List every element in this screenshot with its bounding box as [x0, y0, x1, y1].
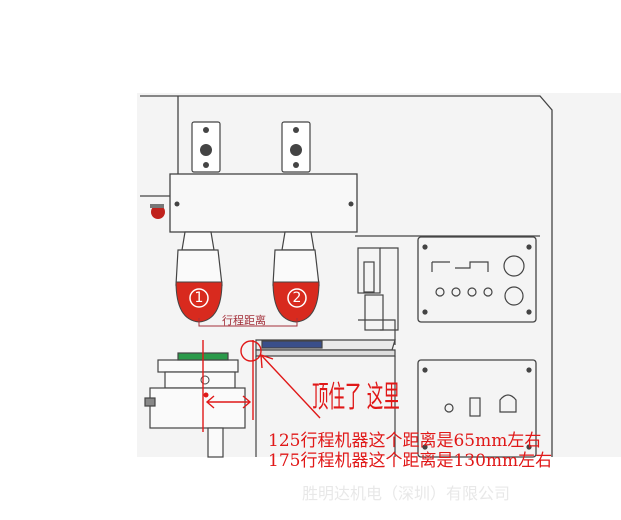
stroke-distance-bracket [198, 318, 298, 327]
annotation-pointer-arrow [261, 355, 321, 419]
frame-outline [140, 95, 553, 457]
warning-lamp [151, 205, 165, 219]
stroke-distance-label: 行程距离 [222, 314, 266, 327]
pad-2-label: 2 [292, 290, 302, 306]
pad-holder-right [281, 231, 315, 251]
head-carriage [169, 173, 358, 233]
work-table [157, 359, 239, 373]
annotation-line-175: 175行程机器这个距离是130mm左右 [268, 451, 553, 471]
annotation-contact-circle [240, 340, 262, 362]
annotation-line-125: 125行程机器这个距离是65mm左右 [268, 431, 542, 451]
pad-1-label: 1 [194, 290, 204, 306]
pad-2 [272, 281, 320, 323]
company-watermark: 胜明达机电（深圳）有限公司 [302, 484, 511, 503]
control-panel-bottom [417, 359, 537, 458]
handwritten-note: 顶住了 这里 [312, 380, 400, 415]
control-panel-top [417, 236, 537, 323]
pad-holder-left [181, 231, 215, 251]
